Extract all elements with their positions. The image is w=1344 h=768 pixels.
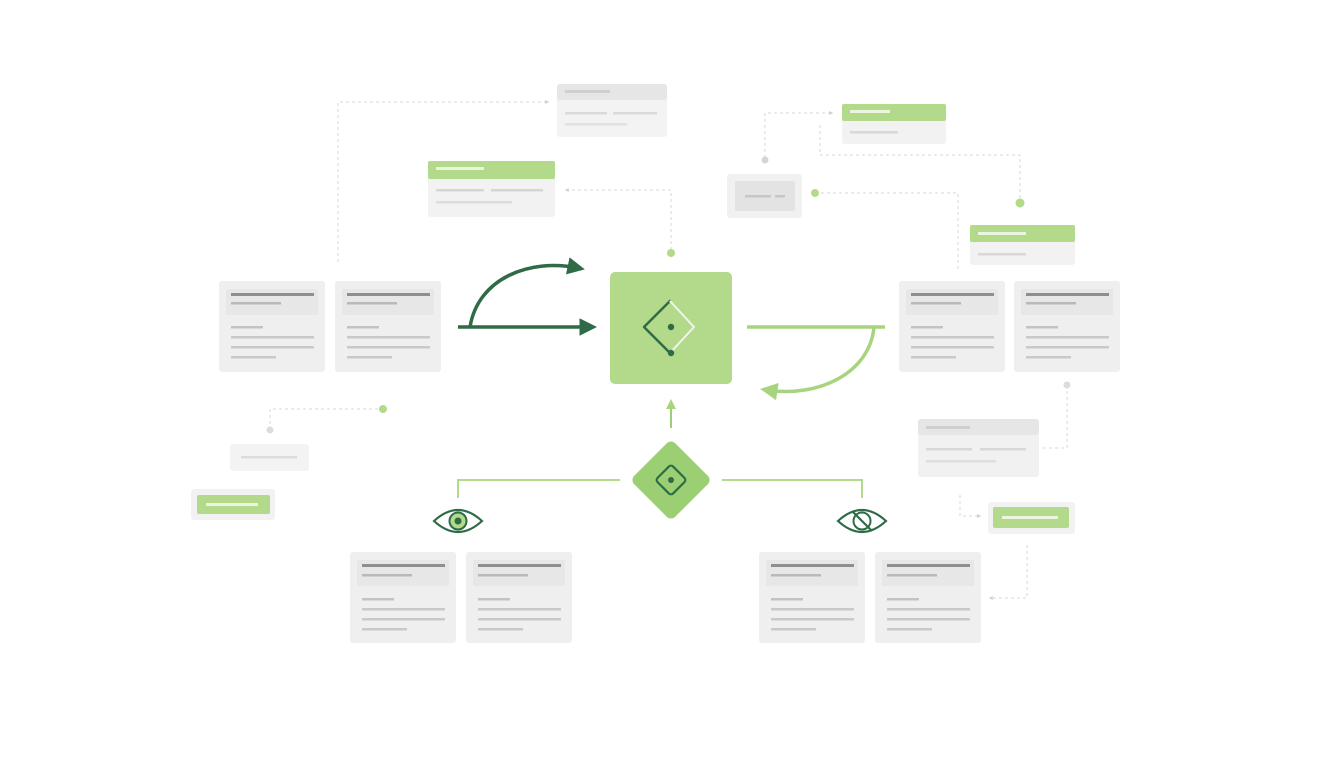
forward-arrows bbox=[458, 257, 597, 336]
connector-dots bbox=[266, 156, 1071, 434]
decision-diamond-icon bbox=[655, 464, 687, 496]
card-right-2 bbox=[1014, 281, 1120, 372]
dashed-connectors bbox=[269, 100, 1068, 600]
mini-card-green-top-right bbox=[842, 104, 946, 144]
mini-card-grey-right-lower bbox=[918, 419, 1039, 477]
mini-card-top-center bbox=[557, 84, 667, 137]
mini-box-grey-left bbox=[230, 444, 309, 471]
card-left-2 bbox=[335, 281, 441, 372]
decision-node[interactable] bbox=[630, 439, 712, 521]
mini-card-green-left bbox=[428, 161, 555, 217]
branch-lines bbox=[457, 479, 863, 498]
return-arrows bbox=[747, 325, 885, 401]
eye-off-icon bbox=[836, 508, 888, 534]
mini-card-grey-right bbox=[727, 174, 802, 218]
card-bottom-right-2 bbox=[875, 552, 981, 643]
mini-box-green-left bbox=[191, 489, 275, 520]
central-node[interactable] bbox=[610, 272, 732, 384]
card-bottom-left-2 bbox=[466, 552, 572, 643]
card-bottom-right-1 bbox=[759, 552, 865, 643]
card-left-1 bbox=[219, 281, 325, 372]
mini-box-green-right bbox=[988, 502, 1075, 534]
card-right-1 bbox=[899, 281, 1005, 372]
diamond-node-icon bbox=[642, 299, 696, 357]
mini-card-green-right bbox=[970, 225, 1075, 265]
card-bottom-left-1 bbox=[350, 552, 456, 643]
eye-icon bbox=[432, 508, 484, 534]
